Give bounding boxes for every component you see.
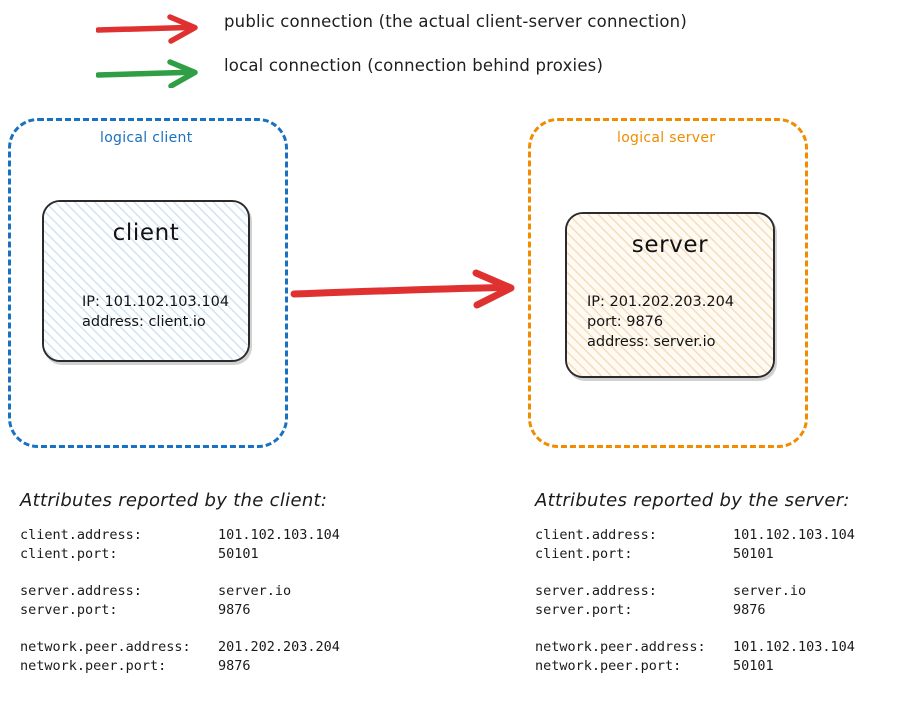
server-attributes-heading: Attributes reported by the server:	[535, 490, 850, 511]
attribute-value: 50101	[733, 546, 774, 562]
server-hatch-fill	[567, 214, 773, 376]
attribute-key: network.peer.port:	[535, 658, 682, 674]
attribute-group: client.address: 101.102.103.104 client.p…	[535, 526, 855, 564]
table-row: network.peer.address: 201.202.203.204	[20, 638, 340, 657]
attribute-key: server.address:	[535, 583, 657, 599]
attribute-value: 9876	[218, 602, 251, 618]
client-attributes-heading: Attributes reported by the client:	[20, 490, 328, 511]
client-node-title: client	[112, 220, 180, 246]
attribute-key: client.address:	[20, 527, 142, 543]
logical-server-container	[528, 118, 808, 448]
client-hatch-fill	[44, 202, 248, 360]
attribute-key: client.port:	[535, 546, 633, 562]
table-row: network.peer.port: 9876	[20, 657, 340, 676]
attribute-key: server.port:	[535, 602, 633, 618]
logical-client-label: logical client	[100, 130, 193, 146]
attribute-key: server.address:	[20, 583, 142, 599]
green-arrow-icon	[96, 59, 198, 88]
server-node-title: server	[631, 232, 709, 258]
server-port-line: port: 9876	[587, 314, 664, 330]
table-row: server.port: 9876	[20, 601, 340, 620]
attribute-value: 101.102.103.104	[218, 527, 340, 543]
client-node-details: IP: 101.102.103.104 address: client.io	[82, 292, 229, 332]
server-address-line: address: server.io	[587, 334, 716, 350]
client-address-line: address: client.io	[82, 314, 206, 330]
server-attributes-panel: Attributes reported by the server: clien…	[535, 490, 855, 694]
table-row: server.address: server.io	[535, 582, 855, 601]
client-node: client IP: 101.102.103.104 address: clie…	[42, 200, 250, 362]
server-node: server IP: 201.202.203.204 port: 9876 ad…	[565, 212, 775, 378]
legend: public connection (the actual client-ser…	[0, 0, 900, 105]
attribute-key: network.peer.address:	[20, 639, 191, 655]
attribute-key: network.peer.port:	[20, 658, 167, 674]
attribute-value: server.io	[733, 583, 807, 599]
attribute-key: client.port:	[20, 546, 118, 562]
legend-label-public: public connection (the actual client-ser…	[224, 12, 687, 31]
table-row: network.peer.address: 101.102.103.104	[535, 638, 855, 657]
server-node-details: IP: 201.202.203.204 port: 9876 address: …	[587, 292, 734, 352]
server-ip-line: IP: 201.202.203.204	[587, 294, 735, 310]
attribute-value: 101.102.103.104	[733, 639, 855, 655]
table-row: server.port: 9876	[535, 601, 855, 620]
table-row: client.address: 101.102.103.104	[535, 526, 855, 545]
attribute-group: server.address: server.io server.port: 9…	[535, 582, 855, 620]
attribute-group: network.peer.address: 101.102.103.104 ne…	[535, 638, 855, 676]
red-arrow-icon	[96, 14, 198, 44]
legend-label-local: local connection (connection behind prox…	[224, 56, 604, 75]
attribute-value: 9876	[218, 658, 251, 674]
attribute-key: network.peer.address:	[535, 639, 706, 655]
client-attributes-panel: Attributes reported by the client: clien…	[20, 490, 340, 694]
attribute-value: 50101	[218, 546, 259, 562]
table-row: client.port: 50101	[535, 545, 855, 564]
table-row: server.address: server.io	[20, 582, 340, 601]
attribute-value: server.io	[218, 583, 292, 599]
table-row: client.address: 101.102.103.104	[20, 526, 340, 545]
attribute-value: 201.202.203.204	[218, 639, 340, 655]
attribute-value: 101.102.103.104	[733, 527, 855, 543]
table-row: client.port: 50101	[20, 545, 340, 564]
attribute-group: network.peer.address: 201.202.203.204 ne…	[20, 638, 340, 676]
attribute-group: server.address: server.io server.port: 9…	[20, 582, 340, 620]
logical-server-label: logical server	[617, 130, 716, 146]
table-row: network.peer.port: 50101	[535, 657, 855, 676]
client-ip-line: IP: 101.102.103.104	[82, 294, 230, 310]
attribute-value: 9876	[733, 602, 766, 618]
attribute-key: client.address:	[535, 527, 657, 543]
logical-client-container	[8, 118, 288, 448]
attribute-key: server.port:	[20, 602, 118, 618]
attribute-value: 50101	[733, 658, 774, 674]
public-connection-arrow	[290, 269, 515, 309]
attribute-group: client.address: 101.102.103.104 client.p…	[20, 526, 340, 564]
